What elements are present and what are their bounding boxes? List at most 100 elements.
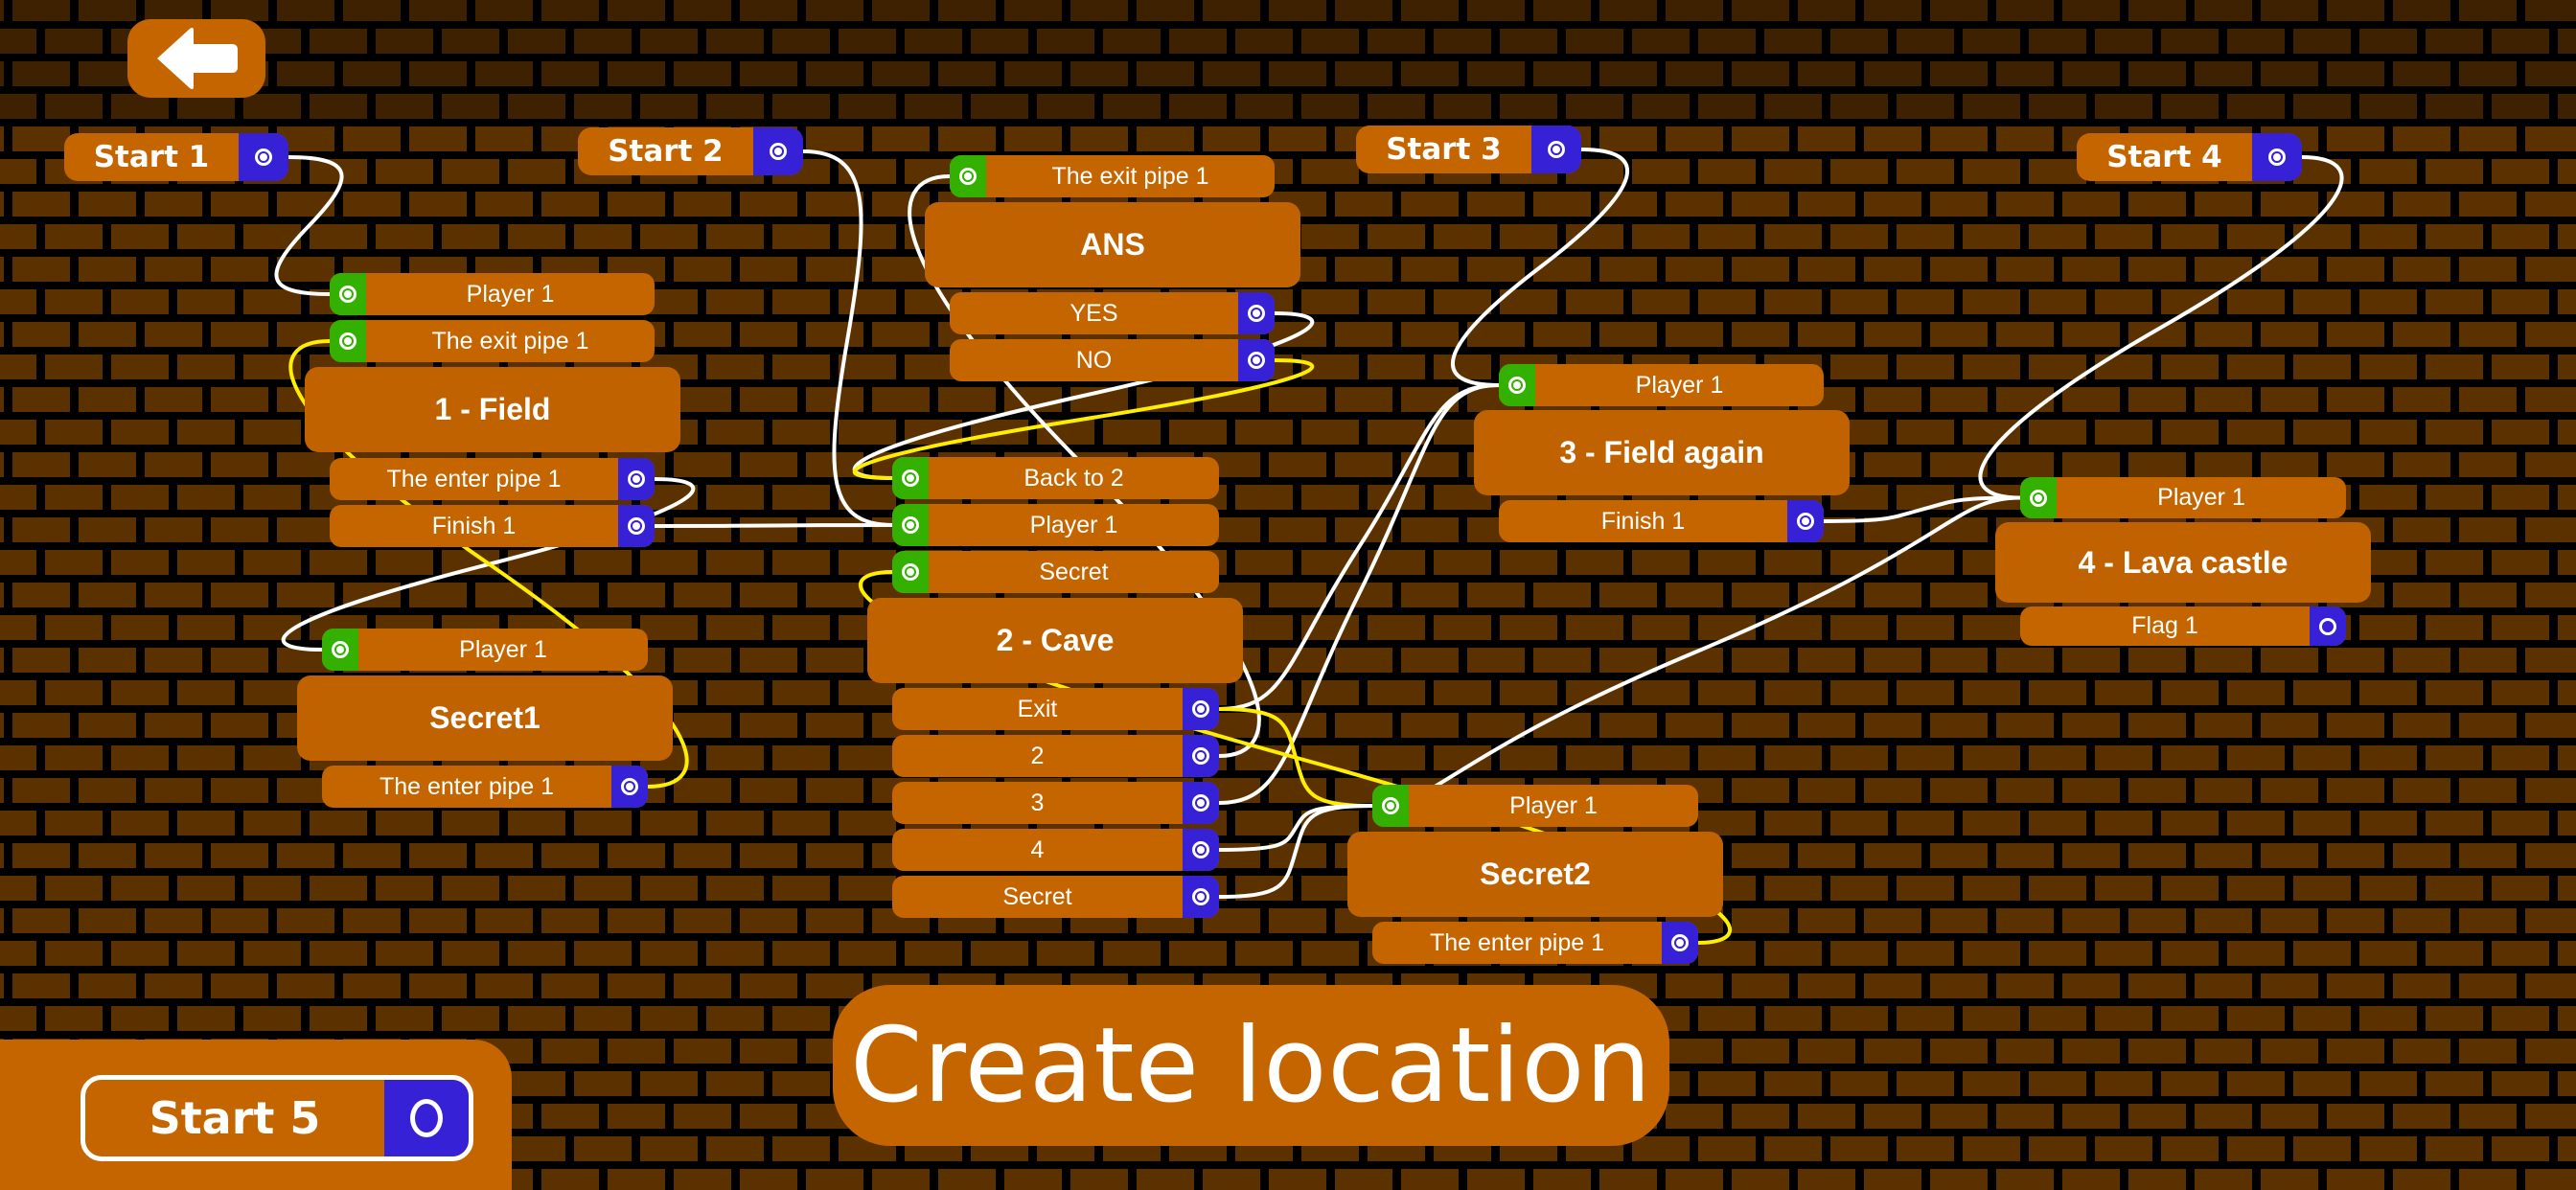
input-port[interactable]: [1499, 364, 1535, 406]
start-node-label: Start 3: [1386, 132, 1502, 167]
location-title[interactable]: 4 - Lava castle: [1995, 522, 2371, 603]
input-label: The exit pipe 1: [431, 327, 589, 355]
brick-row: [0, 908, 2576, 933]
brick-row: [0, 876, 2576, 901]
output-row[interactable]: YES: [950, 292, 1275, 334]
output-port[interactable]: [1238, 339, 1275, 381]
start-node-label: Start 4: [2106, 140, 2222, 174]
output-row[interactable]: Secret: [892, 876, 1219, 918]
start-node-3[interactable]: Start 3: [1356, 126, 1581, 173]
start-node-2[interactable]: Start 2: [578, 127, 803, 175]
output-label: The enter pipe 1: [1429, 928, 1605, 956]
input-row[interactable]: Secret: [892, 551, 1219, 593]
output-label: Finish 1: [1600, 507, 1686, 535]
input-row[interactable]: The exit pipe 1: [330, 320, 655, 362]
output-port[interactable]: [611, 766, 648, 808]
brick-row: [0, 1169, 2576, 1190]
output-port[interactable]: [1238, 292, 1275, 334]
connected-port-icon: [1248, 305, 1265, 322]
output-port[interactable]: [239, 133, 288, 181]
input-port[interactable]: [892, 551, 929, 593]
location-title[interactable]: Secret2: [1347, 832, 1723, 917]
output-port[interactable]: [1183, 829, 1219, 871]
connected-port-icon: [902, 516, 919, 534]
input-port[interactable]: [950, 155, 986, 197]
input-row[interactable]: The exit pipe 1: [950, 155, 1275, 197]
output-row[interactable]: The enter pipe 1: [330, 458, 655, 500]
brick-row: [0, 29, 2576, 54]
input-port[interactable]: [2020, 477, 2057, 518]
output-row[interactable]: The enter pipe 1: [322, 766, 648, 808]
input-label: Player 1: [1509, 791, 1598, 819]
output-row[interactable]: Flag 1: [2020, 606, 2346, 646]
connected-port-icon: [1248, 352, 1265, 369]
connected-port-icon: [902, 469, 919, 487]
start-node-label: Start 2: [608, 134, 724, 169]
input-row[interactable]: Player 1: [2020, 477, 2346, 518]
output-port[interactable]: [1531, 126, 1581, 173]
input-port[interactable]: [330, 273, 366, 315]
location-title[interactable]: 3 - Field again: [1474, 410, 1850, 495]
start-node-1[interactable]: Start 1: [64, 133, 288, 181]
connected-port-icon: [1508, 377, 1526, 394]
input-port[interactable]: [892, 504, 929, 546]
input-label: Secret: [1039, 558, 1109, 585]
output-port[interactable]: [384, 1080, 469, 1156]
output-row[interactable]: The enter pipe 1: [1372, 922, 1698, 964]
output-row[interactable]: Exit: [892, 688, 1219, 730]
output-port[interactable]: [2310, 606, 2346, 646]
output-row[interactable]: Finish 1: [1499, 500, 1824, 542]
brick-row: [0, 94, 2576, 119]
output-port[interactable]: [1787, 500, 1824, 542]
output-port[interactable]: [1183, 876, 1219, 918]
connected-port-icon: [339, 286, 356, 303]
output-port[interactable]: [1662, 922, 1698, 964]
output-row[interactable]: NO: [950, 339, 1275, 381]
location-title[interactable]: 2 - Cave: [867, 598, 1243, 683]
output-port[interactable]: [618, 505, 655, 547]
output-row[interactable]: 4: [892, 829, 1219, 871]
back-button[interactable]: [127, 19, 265, 98]
output-label: 2: [1030, 742, 1045, 769]
input-row[interactable]: Player 1: [1499, 364, 1824, 406]
input-row[interactable]: Player 1: [892, 504, 1219, 546]
connected-port-icon: [332, 641, 349, 658]
output-row[interactable]: Finish 1: [330, 505, 655, 547]
input-port[interactable]: [1372, 785, 1409, 827]
connected-port-icon: [628, 517, 645, 535]
connected-port-icon: [1192, 747, 1209, 765]
input-label: Player 1: [2157, 484, 2245, 511]
start-node-5[interactable]: Start 5: [80, 1075, 473, 1161]
output-port[interactable]: [753, 127, 803, 175]
start-node-4[interactable]: Start 4: [2077, 133, 2302, 181]
input-row[interactable]: Player 1: [322, 629, 648, 671]
connected-port-icon: [621, 778, 638, 795]
location-title[interactable]: ANS: [925, 202, 1300, 287]
output-port[interactable]: [1183, 735, 1219, 777]
location-title[interactable]: Secret1: [297, 675, 673, 761]
input-port[interactable]: [322, 629, 358, 671]
brick-row: [0, 0, 2576, 21]
input-row[interactable]: Back to 2: [892, 457, 1219, 499]
output-port[interactable]: [618, 458, 655, 500]
connected-port-icon: [770, 143, 787, 160]
connected-port-icon: [255, 149, 272, 166]
output-row[interactable]: 2: [892, 735, 1219, 777]
create-location-button[interactable]: Create location: [833, 985, 1669, 1146]
connected-port-icon: [2268, 149, 2286, 166]
output-port[interactable]: [1183, 782, 1219, 824]
location-title[interactable]: 1 - Field: [305, 367, 680, 452]
input-label: Player 1: [459, 635, 547, 663]
connected-port-icon: [1671, 934, 1689, 951]
empty-port-icon: [2319, 617, 2336, 635]
input-label: The exit pipe 1: [1051, 162, 1209, 190]
output-port[interactable]: [2252, 133, 2302, 181]
output-row[interactable]: 3: [892, 782, 1219, 824]
connected-port-icon: [1548, 141, 1565, 158]
input-port[interactable]: [330, 320, 366, 362]
input-row[interactable]: Player 1: [330, 273, 655, 315]
output-port[interactable]: [1183, 688, 1219, 730]
connected-port-icon: [959, 168, 977, 185]
input-row[interactable]: Player 1: [1372, 785, 1698, 827]
input-port[interactable]: [892, 457, 929, 499]
